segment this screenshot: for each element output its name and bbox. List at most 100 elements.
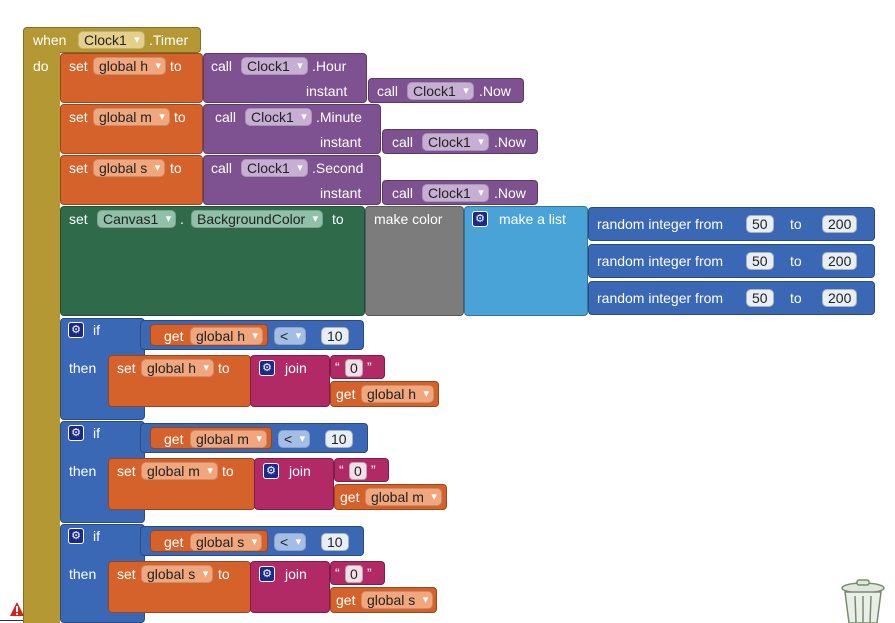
variable-dropdown-h[interactable]: global h [190,327,264,345]
to-label: to [222,463,234,479]
gear-icon[interactable]: ⚙ [263,463,279,479]
do-label: do [33,58,49,74]
compare-operator-dropdown[interactable]: < [274,533,307,551]
get-label: get [340,489,360,505]
set-label: set [69,160,88,176]
to-label: to [332,211,344,227]
compare-number[interactable]: 10 [321,533,349,551]
to-label: to [218,360,230,376]
instant-label: instant [306,83,348,99]
variable-dropdown-s[interactable]: global s [141,565,214,583]
set-label: set [69,58,88,74]
call-label: call [215,109,237,125]
set-label: set [69,109,88,125]
event-block-spine [23,50,60,623]
trash-icon[interactable] [838,578,888,623]
instant-label: instant [320,134,362,150]
timer-event-label: .Timer [149,32,189,48]
quote-open-label: “ [335,359,340,375]
random-from-number[interactable]: 50 [746,215,774,233]
random-to-number[interactable]: 200 [822,289,858,307]
gear-icon[interactable]: ⚙ [68,528,84,544]
set-label: set [117,360,136,376]
clock-dropdown-second[interactable]: Clock1 [241,159,308,177]
join-label: join [285,360,307,376]
text-zero-value[interactable]: 0 [345,565,363,583]
canvas-property-dropdown[interactable]: BackgroundColor [191,210,324,228]
call-label: call [377,83,399,99]
variable-dropdown-s[interactable]: global s [190,533,263,551]
warning-icon[interactable] [9,601,25,617]
now-method-label: .Now [494,185,526,201]
when-label: when [33,32,67,48]
set-global-m-block[interactable] [60,104,203,154]
random-integer-block-3[interactable] [588,281,875,315]
get-label: get [336,386,356,402]
to-label: to [790,216,802,232]
to-label: to [790,290,802,306]
join-label: join [289,463,311,479]
call-label: call [211,58,233,74]
set-label: set [117,566,136,582]
variable-dropdown-s[interactable]: global s [93,159,166,177]
set-global-m-block[interactable] [108,458,255,510]
quote-open-label: “ [339,462,344,478]
get-label: get [164,534,184,550]
variable-dropdown-h[interactable]: global h [93,57,167,75]
join-label: join [285,566,307,582]
compare-number[interactable]: 10 [325,430,353,448]
gear-icon[interactable]: ⚙ [472,211,488,227]
gear-icon[interactable]: ⚙ [68,322,84,338]
to-label: to [170,58,182,74]
set-label: set [117,463,136,479]
clock-dropdown-now[interactable]: Clock1 [422,184,489,202]
to-label: to [174,109,186,125]
quote-close-label: ” [367,359,372,375]
random-from-number[interactable]: 50 [746,289,774,307]
call-label: call [211,160,233,176]
gear-icon[interactable]: ⚙ [259,566,275,582]
variable-dropdown-m[interactable]: global m [365,488,442,506]
text-zero-value[interactable]: 0 [345,359,363,377]
compare-number[interactable]: 10 [321,327,349,345]
clock-dropdown-now[interactable]: Clock1 [422,133,489,151]
make-color-label: make color [374,211,443,227]
compare-operator-dropdown[interactable]: < [278,430,311,448]
clock-dropdown-now[interactable]: Clock1 [407,82,474,100]
then-label: then [69,566,97,582]
random-from-number[interactable]: 50 [746,252,774,270]
variable-dropdown-h[interactable]: global h [361,385,435,403]
make-color-block[interactable] [365,206,464,316]
random-to-number[interactable]: 200 [822,252,858,270]
minute-method-label: .Minute [316,109,362,125]
get-label: get [164,328,184,344]
variable-dropdown-m[interactable]: global m [190,430,267,448]
variable-dropdown-s[interactable]: global s [361,591,434,609]
instant-label: instant [320,185,362,201]
variable-dropdown-m[interactable]: global m [141,462,218,480]
variable-dropdown-h[interactable]: global h [141,359,215,377]
workspace-edge-line [0,620,23,621]
variable-dropdown-m[interactable]: global m [93,108,170,126]
random-to-number[interactable]: 200 [822,215,858,233]
second-method-label: .Second [312,160,364,176]
text-zero-value[interactable]: 0 [349,462,367,480]
quote-close-label: ” [367,565,372,581]
to-label: to [218,566,230,582]
gear-icon[interactable]: ⚙ [259,360,275,376]
call-clock-second-block[interactable] [203,155,381,205]
quote-open-label: “ [335,565,340,581]
canvas-component-dropdown[interactable]: Canvas1 [97,210,177,228]
call-label: call [392,134,414,150]
clock-dropdown-hour[interactable]: Clock1 [241,57,308,75]
to-label: to [790,253,802,269]
random-integer-label: random integer from [597,253,724,269]
get-label: get [336,592,356,608]
now-method-label: .Now [494,134,526,150]
clock-component-dropdown[interactable]: Clock1 [78,31,145,49]
compare-operator-dropdown[interactable]: < [274,327,307,345]
gear-icon[interactable]: ⚙ [68,425,84,441]
clock-dropdown-minute[interactable]: Clock1 [245,108,312,126]
to-label: to [170,160,182,176]
now-method-label: .Now [479,83,511,99]
